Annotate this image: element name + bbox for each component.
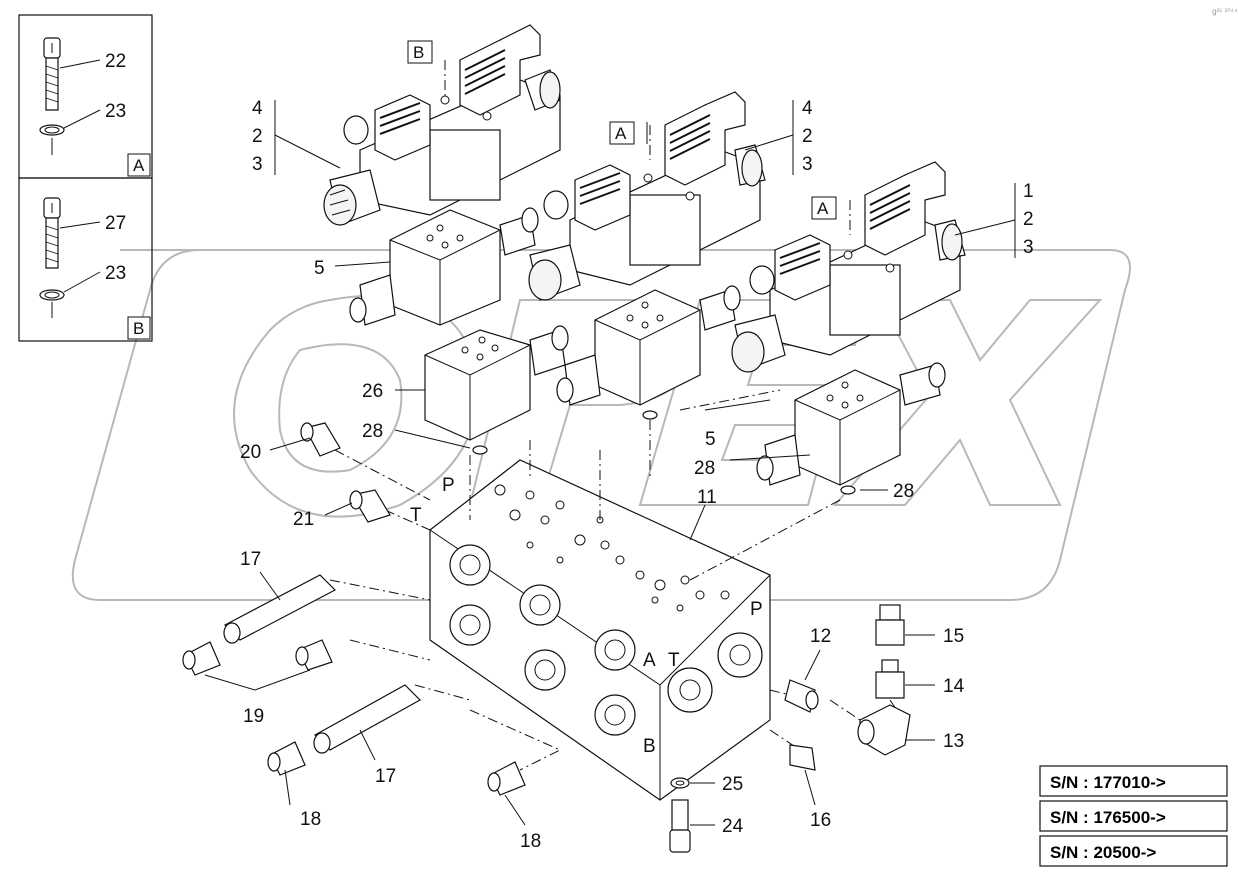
- callout-18-right: 18: [520, 831, 541, 852]
- fitting-15: [875, 604, 905, 646]
- valve-body-26: [424, 325, 569, 441]
- valve-body-right: [756, 362, 946, 486]
- fitting-16: [789, 744, 816, 771]
- screw-24: [669, 799, 691, 853]
- callout-3-middle: 3: [802, 154, 813, 175]
- callout-28-left: 28: [362, 421, 383, 442]
- spacer-17-lower: [313, 684, 421, 754]
- callout-2-left: 2: [252, 126, 263, 147]
- callout-15: 15: [943, 626, 964, 647]
- callout-5-left: 5: [314, 258, 325, 279]
- serial-number-list: S/N : 177010-> S/N : 176500-> S/N : 2050…: [1039, 765, 1228, 867]
- callout-17-upper: 17: [240, 549, 261, 570]
- callout-24: 24: [722, 816, 744, 837]
- callout-21: 21: [293, 509, 314, 530]
- washer-25: [670, 777, 690, 789]
- inset-a: 22 23 A: [18, 14, 153, 179]
- o-ring-icon: [840, 485, 856, 495]
- port-labels: P T P A T B: [410, 475, 763, 757]
- solenoid-valve-left: [323, 24, 561, 226]
- fitting-19-left: [182, 641, 221, 676]
- fitting-12: [784, 679, 819, 713]
- callout-4-middle: 4: [802, 98, 813, 119]
- callout-13: 13: [943, 731, 964, 752]
- callout-28-right: 28: [893, 481, 914, 502]
- inset-label-b: B: [133, 319, 144, 338]
- callout-23b: 23: [105, 263, 126, 284]
- socket-head-screw-icon: [43, 37, 61, 111]
- fitting-14: [875, 659, 905, 699]
- elbow-fitting-13: [857, 704, 911, 756]
- drawing-code: g²⁵ ²⁰⁴⁴: [1212, 7, 1238, 16]
- serial-number-1: S/N : 177010->: [1050, 773, 1166, 792]
- callout-19: 19: [243, 706, 264, 727]
- o-ring-icon: [642, 410, 658, 420]
- callout-11: 11: [697, 487, 717, 508]
- port-a: A: [643, 650, 656, 671]
- callout-1: 1: [1023, 181, 1034, 202]
- callout-bracket-left: [274, 100, 341, 175]
- callout-17-lower: 17: [375, 766, 396, 787]
- serial-number-3: S/N : 20500->: [1050, 843, 1156, 862]
- leader-lines: [204, 261, 935, 826]
- callout-5-right: 5: [705, 429, 716, 450]
- callout-20: 20: [240, 442, 261, 463]
- callout-23: 23: [105, 101, 126, 122]
- callout-27: 27: [105, 213, 126, 234]
- inset-b: 27 23 B: [18, 177, 153, 342]
- callout-14: 14: [943, 676, 965, 697]
- socket-head-screw-icon: [43, 197, 61, 269]
- callout-3-right: 3: [1023, 237, 1034, 258]
- port-b: B: [643, 736, 656, 757]
- fitting-21: [349, 489, 391, 523]
- inset-label-a: A: [133, 156, 145, 175]
- callout-bracket-middle: [744, 100, 794, 175]
- port-p-side: P: [750, 599, 763, 620]
- callout-18-left: 18: [300, 809, 321, 830]
- fitting-20: [300, 422, 341, 457]
- fitting-18-right: [487, 761, 526, 796]
- view-ref-a-right: A: [817, 199, 829, 218]
- o-ring-icon: [472, 445, 488, 455]
- port-p-top: P: [442, 475, 455, 496]
- fitting-19-right: [295, 639, 333, 671]
- valve-body-left: [349, 207, 539, 326]
- callout-2-right: 2: [1023, 209, 1034, 230]
- spacer-17-upper: [223, 574, 337, 644]
- view-ref-a-middle: A: [615, 124, 627, 143]
- callout-2-middle: 2: [802, 126, 813, 147]
- callout-26: 26: [362, 381, 383, 402]
- manifold-top-holes: [494, 484, 730, 612]
- callout-28-middle: 28: [694, 458, 715, 479]
- callout-4-left: 4: [252, 98, 263, 119]
- view-ref-b: B: [413, 43, 424, 62]
- fitting-18-left: [267, 741, 306, 776]
- solenoid-valve-right: [731, 161, 966, 373]
- solenoid-valve-middle: [528, 91, 766, 301]
- serial-number-2: S/N : 176500->: [1050, 808, 1166, 827]
- callout-bracket-right: [954, 183, 1016, 258]
- callout-3-left: 3: [252, 154, 263, 175]
- valve-body-middle: [556, 285, 741, 406]
- callout-16: 16: [810, 810, 831, 831]
- callout-25: 25: [722, 774, 743, 795]
- port-t-top: T: [410, 505, 422, 526]
- callout-22: 22: [105, 51, 126, 72]
- manifold-block: [429, 459, 771, 801]
- port-t-side: T: [668, 650, 680, 671]
- callout-labels: 4 2 3 4 2 3 1 2 3 5 5 26 28 28 28 20 21 …: [240, 98, 1034, 852]
- callout-12: 12: [810, 626, 831, 647]
